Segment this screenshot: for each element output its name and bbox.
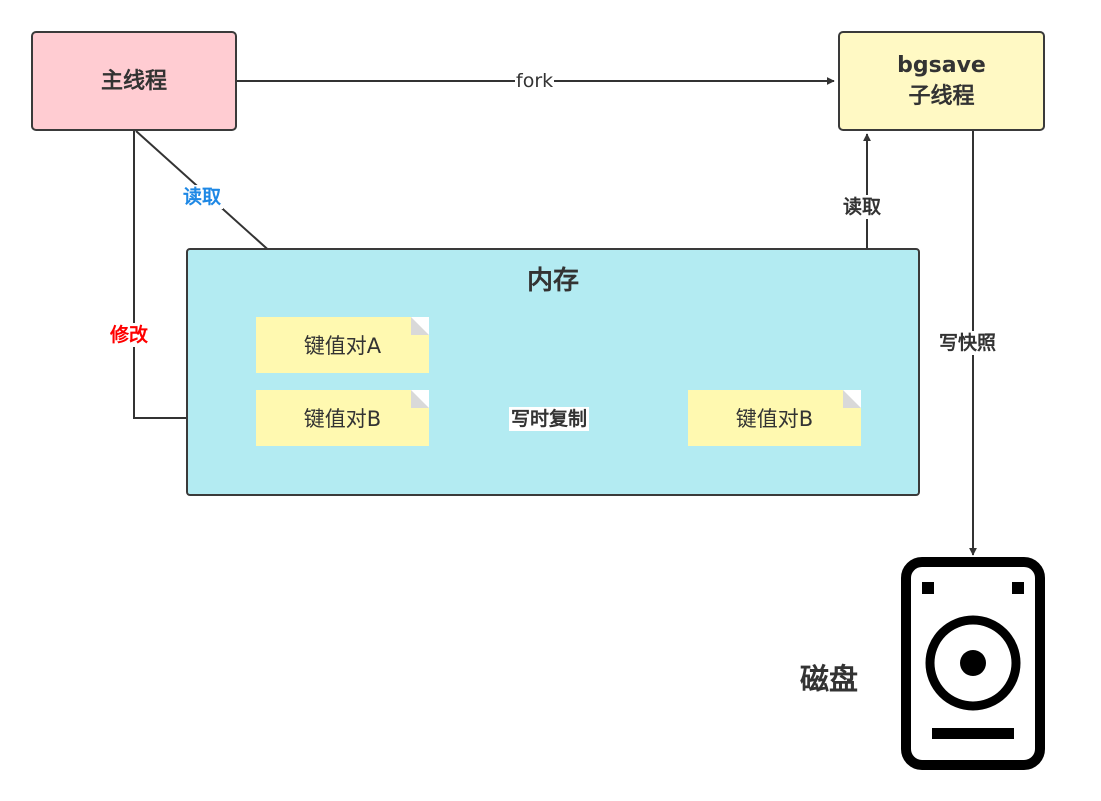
kv-a-label: 键值对A <box>303 334 382 358</box>
bgsave-label-line1: bgsave <box>897 53 986 78</box>
disk-label: 磁盘 <box>800 662 859 696</box>
main-thread-node: 主线程 <box>31 31 237 131</box>
main-thread-label: 主线程 <box>100 68 167 94</box>
memory-container: 内存 <box>186 248 920 496</box>
memory-title: 内存 <box>526 266 579 296</box>
bgsave-child-node: bgsave 子线程 <box>838 31 1045 131</box>
note-fold-corner <box>411 317 429 335</box>
kv-b-label: 键值对B <box>303 407 382 431</box>
kv-b-copy-label: 键值对B <box>735 407 814 431</box>
copy-on-write-label: 写时复制 <box>509 407 590 431</box>
bgsave-label-line2: 子线程 <box>908 84 975 109</box>
kv-b-copy-note: 键值对B <box>688 390 861 446</box>
note-fold-corner <box>411 390 429 408</box>
kv-b-note: 键值对B <box>256 390 429 446</box>
main-read-label: 读取 <box>181 185 224 209</box>
child-read-label: 读取 <box>841 195 884 219</box>
write-snapshot-label: 写快照 <box>937 331 999 355</box>
note-fold-corner <box>843 390 861 408</box>
kv-a-note: 键值对A <box>256 317 429 373</box>
fork-label: fork <box>515 70 555 92</box>
disk-icon <box>901 557 1045 770</box>
main-modify-label: 修改 <box>108 323 151 347</box>
